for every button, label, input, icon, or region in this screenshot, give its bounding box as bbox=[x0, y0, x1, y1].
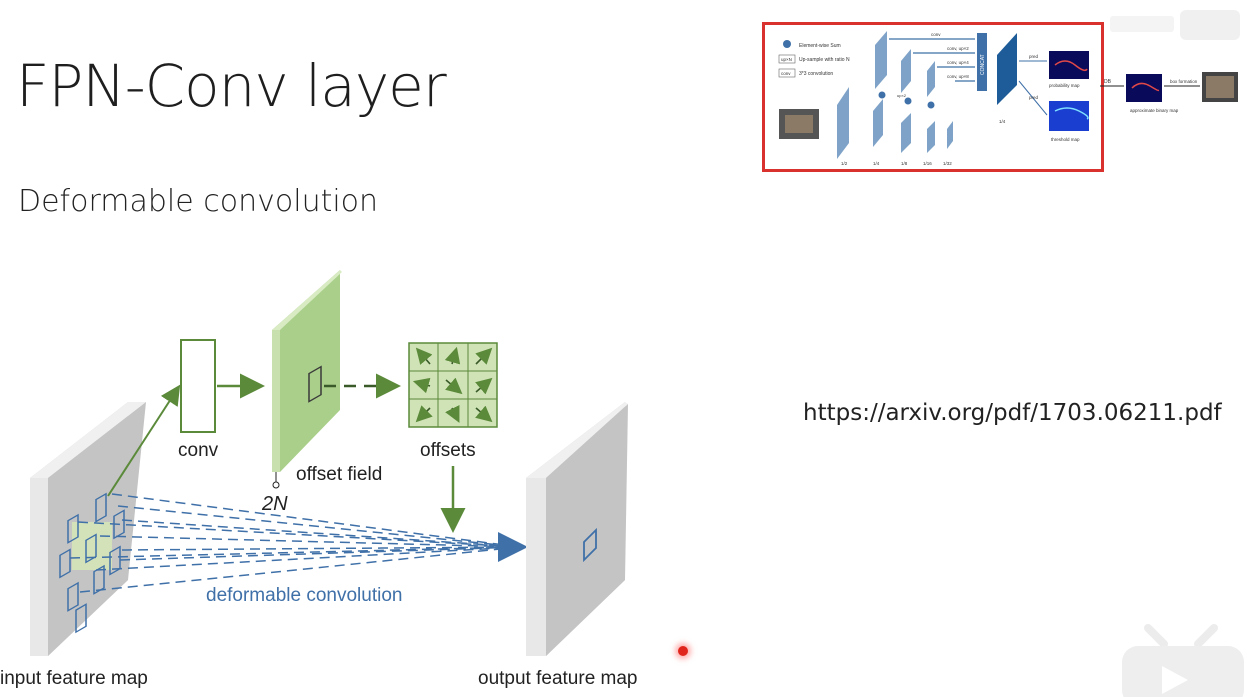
approx-binary-map bbox=[1126, 74, 1162, 102]
laser-pointer bbox=[678, 646, 688, 656]
watermark-logo bbox=[1110, 10, 1240, 40]
legend-up-key: up×N bbox=[781, 57, 792, 62]
conv-a: conv bbox=[931, 32, 941, 37]
offsets-label: offsets bbox=[420, 440, 476, 461]
legend-sum: Element-wise Sum bbox=[799, 43, 841, 49]
fused-feature bbox=[997, 33, 1017, 105]
db-label: DB bbox=[1104, 79, 1112, 85]
scale-quarter: 1/4 bbox=[873, 161, 880, 166]
two-n-label: 2N bbox=[261, 493, 288, 515]
output-feature-map bbox=[526, 402, 628, 656]
tv-logo-icon bbox=[1122, 624, 1244, 697]
output-map-label: output feature map bbox=[478, 668, 638, 689]
thresh-map-label: threshold map bbox=[1051, 137, 1080, 142]
paper-link[interactable]: https://arxiv.org/pdf/1703.06211.pdf bbox=[803, 400, 1222, 426]
scale-eighth: 1/8 bbox=[901, 161, 908, 166]
scale-quarter-b: 1/4 bbox=[999, 119, 1006, 124]
input-feature-map bbox=[30, 402, 146, 656]
up2-label: up×2 bbox=[897, 93, 907, 98]
prob-map-label: probability map bbox=[1049, 83, 1080, 88]
offsets-grid bbox=[408, 342, 498, 428]
legend-conv: 3*3 convolution bbox=[799, 71, 833, 77]
concat-block bbox=[977, 33, 987, 91]
legend-up: Up-sample with ratio N bbox=[799, 57, 850, 63]
input-map-label: input feature map bbox=[0, 668, 148, 689]
deformable-label: deformable convolution bbox=[206, 585, 402, 606]
offset-field bbox=[272, 270, 342, 489]
conv-d: conv, up×8 bbox=[947, 74, 969, 79]
slide-subtitle: Deformable convolution bbox=[18, 184, 379, 219]
conv-c: conv, up×4 bbox=[947, 60, 969, 65]
scale-sixteenth: 1/16 bbox=[923, 161, 932, 166]
slide-title: FPN-Conv layer bbox=[16, 52, 447, 120]
conv-label: conv bbox=[178, 440, 219, 461]
pred-2: pred bbox=[1029, 95, 1039, 100]
threshold-map bbox=[1049, 101, 1089, 131]
deformable-conv-diagram: conv offset field 2N offsets bbox=[0, 270, 638, 689]
architecture-thumbnail: Element-wise Sum up×N Up-sample with rat… bbox=[762, 22, 1104, 172]
sampling-lines bbox=[69, 493, 521, 593]
legend-conv-key: conv bbox=[781, 71, 791, 76]
offset-field-label: offset field bbox=[296, 464, 382, 485]
approx-label: approximate binary map bbox=[1130, 108, 1179, 113]
conv-b: conv, up×2 bbox=[947, 46, 969, 51]
conv-box bbox=[180, 339, 216, 433]
scale-thirty-second: 1/32 bbox=[943, 161, 952, 166]
box-label: box formation bbox=[1170, 79, 1198, 84]
sum-icon bbox=[783, 40, 791, 48]
pred-1: pred bbox=[1029, 54, 1039, 59]
concat-label: CONCAT bbox=[980, 54, 986, 75]
thumbnail-continuation: DB approximate binary map box formation bbox=[1100, 72, 1238, 113]
scale-half: 1/2 bbox=[841, 161, 848, 166]
